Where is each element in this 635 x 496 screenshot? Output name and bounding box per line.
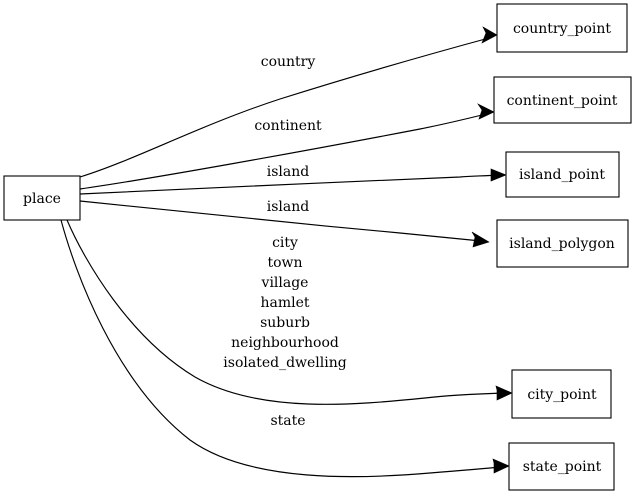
edge-path-country (79, 37, 490, 178)
node-group: place country_point continent_point isla… (3, 3, 632, 491)
arrowhead-island-point (490, 168, 507, 182)
edge-path-island-polygon (79, 200, 482, 242)
edge-label-island-polygon: island (267, 199, 310, 215)
node-continent-point-box (493, 76, 632, 124)
arrowhead-continent (477, 103, 495, 120)
node-continent-point-label: continent_point (507, 93, 618, 109)
edge-label-city-point: city town village hamlet suburb neighbou… (223, 235, 346, 371)
node-place-label: place (23, 191, 61, 207)
node-state-point-box (508, 442, 615, 491)
edge-place-to-island-polygon[interactable] (79, 200, 490, 248)
edge-label-line-town: town (267, 255, 302, 271)
edge-place-to-continent-point[interactable] (79, 103, 495, 190)
node-country-point-label: country_point (513, 21, 611, 37)
node-island-polygon-box (496, 219, 629, 268)
edge-place-to-island-point[interactable] (79, 168, 507, 195)
edge-label-state: state (270, 413, 305, 429)
arrowhead-island-polygon (471, 231, 490, 248)
node-island-polygon[interactable]: island_polygon (496, 219, 629, 268)
edge-path-island-point (79, 174, 499, 195)
edge-label-line-neighbourhood: neighbourhood (231, 335, 339, 351)
node-place[interactable]: place (3, 175, 81, 221)
edge-label-country: country (261, 54, 316, 70)
edge-label-island-point: island (267, 164, 310, 180)
node-city-point-label: city_point (527, 387, 597, 403)
edge-label-line-village: village (261, 275, 309, 291)
node-state-point-label: state_point (523, 459, 602, 475)
node-island-polygon-label: island_polygon (509, 236, 615, 252)
edge-path-city-point (66, 219, 505, 405)
edge-place-to-city-point[interactable] (66, 219, 513, 405)
node-country-point-box (496, 3, 628, 53)
edge-group (60, 26, 513, 478)
node-city-point[interactable]: city_point (511, 369, 612, 419)
node-island-point-box (505, 151, 620, 198)
arrowhead-country (481, 26, 498, 44)
edge-label-line-hamlet: hamlet (260, 295, 309, 311)
node-country-point[interactable]: country_point (496, 3, 628, 53)
edge-path-continent (79, 113, 487, 190)
node-continent-point[interactable]: continent_point (493, 76, 632, 124)
edge-label-group: country continent island island city tow… (223, 54, 346, 429)
arrowhead-city-point (495, 385, 513, 401)
edge-place-to-country-point[interactable] (79, 26, 498, 178)
edge-path-state-point (60, 219, 502, 478)
node-city-point-box (511, 369, 612, 419)
edge-label-line-isolated-dwelling: isolated_dwelling (223, 355, 346, 371)
node-state-point[interactable]: state_point (508, 442, 615, 491)
edge-label-line-city: city (272, 235, 298, 251)
arrowhead-state-point (492, 458, 510, 474)
node-place-box (3, 175, 81, 221)
node-island-point-label: island_point (519, 167, 605, 183)
edge-label-line-suburb: suburb (260, 315, 310, 331)
node-island-point[interactable]: island_point (505, 151, 620, 198)
edge-place-to-state-point[interactable] (60, 219, 510, 478)
edge-label-continent: continent (254, 118, 322, 134)
